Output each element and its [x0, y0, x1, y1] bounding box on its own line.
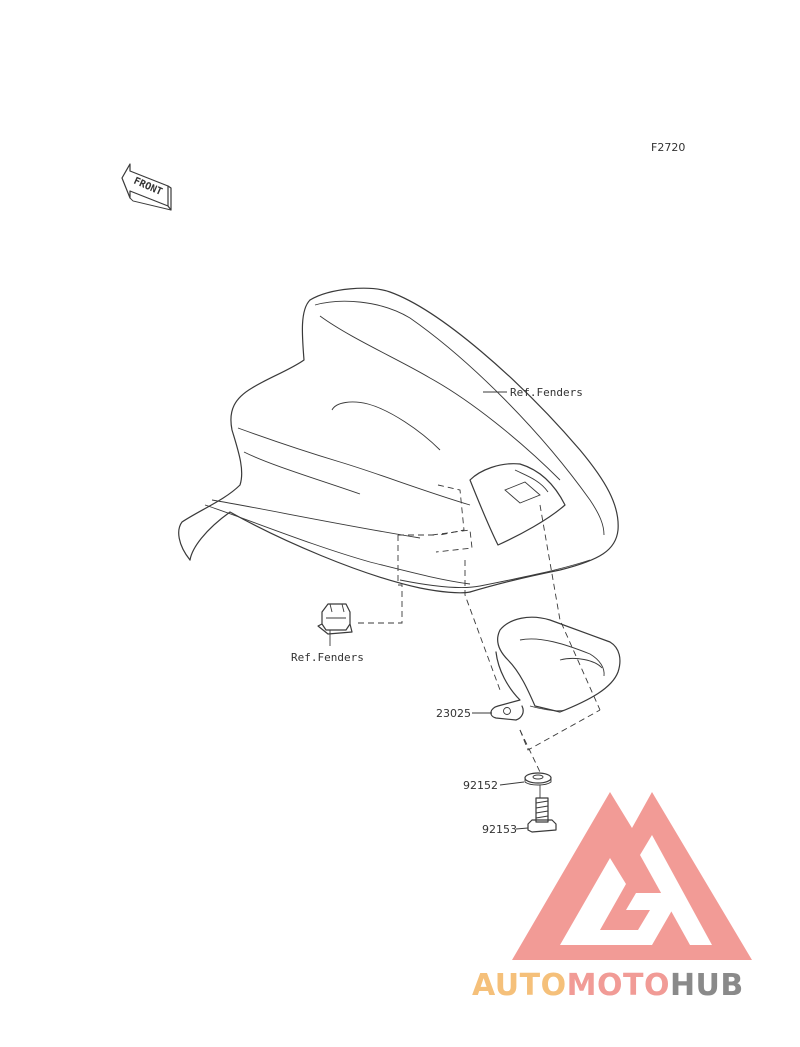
part-92152-label: 92152: [463, 779, 498, 792]
part-23025-label: 23025: [436, 707, 471, 720]
front-arrow-icon: FRONT: [121, 163, 172, 211]
watermark-hub: HUB: [670, 968, 744, 1003]
ref-fenders-bottom-label: Ref.Fenders: [291, 651, 364, 664]
assembly-guides: [356, 504, 601, 798]
watermark-auto: AUTO: [472, 968, 567, 1003]
ref-fenders-top-label: Ref.Fenders: [510, 386, 583, 399]
figure-code: F2720: [651, 141, 685, 154]
screw-part-92153: [527, 797, 557, 833]
part-92153-label: 92153: [482, 823, 517, 836]
fender-outline: [178, 287, 619, 594]
leader-92152: [499, 781, 525, 786]
watermark-moto: MOTO: [567, 968, 670, 1003]
license-light-part-23025: [490, 616, 621, 721]
leader-92153: [515, 827, 529, 830]
svg-text:AUTOMOTOHUB: AUTOMOTOHUB: [472, 968, 744, 1003]
automotohub-watermark: AUTOMOTOHUB: [472, 792, 752, 1003]
automotohub-logo-icon: [512, 792, 752, 960]
clip-nut-part: [317, 603, 353, 646]
front-arrow-label: FRONT: [132, 176, 164, 198]
washer-part-92152: [524, 772, 552, 786]
